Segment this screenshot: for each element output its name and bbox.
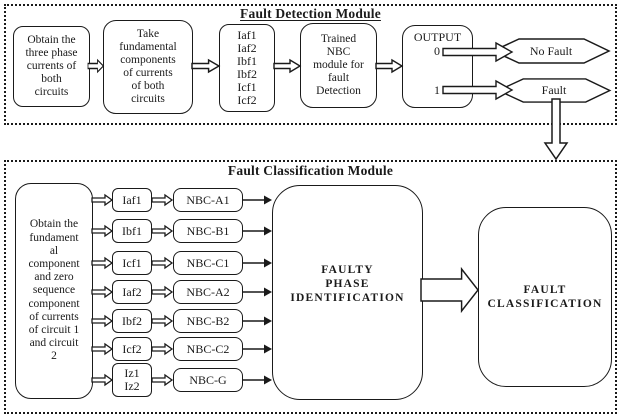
box-faulty-phase-identification: FAULTY PHASE IDENTIFICATION bbox=[272, 185, 423, 400]
nbc-box-c1: NBC-C1 bbox=[173, 251, 243, 275]
box-fault-classification: FAULT CLASSIFICATION bbox=[478, 207, 612, 387]
nbc-box-a1: NBC-A1 bbox=[173, 188, 243, 212]
detection-module-title: Fault Detection Module bbox=[240, 6, 381, 21]
arrow-fundamental-to-signals-icon bbox=[191, 58, 221, 74]
box-acquire-currents: Obtain the three phase currents of both … bbox=[13, 26, 90, 107]
solid-arrow-right-icon bbox=[243, 226, 272, 236]
classification-module-title: Fault Classification Module bbox=[227, 163, 394, 178]
output-zero: 0 bbox=[434, 44, 440, 58]
input-box-iaf1: Iaf1 bbox=[112, 188, 152, 212]
output-one: 1 bbox=[434, 83, 440, 97]
fault-hexagon-icon bbox=[496, 78, 612, 103]
nbc-box-b2: NBC-B2 bbox=[173, 309, 243, 333]
solid-arrow-right-icon bbox=[243, 287, 272, 297]
no-fault-hexagon-icon bbox=[491, 38, 611, 64]
detection-module-border bbox=[4, 4, 617, 125]
nbc-box-g: NBC-G bbox=[173, 368, 243, 392]
block-arrow-right-icon bbox=[91, 256, 114, 270]
box-source-components: Obtain the fundament al component and ze… bbox=[15, 183, 93, 399]
input-box-iz: Iz1 Iz2 bbox=[112, 363, 152, 397]
nbc-box-c2: NBC-C2 bbox=[173, 337, 243, 361]
no-fault-label: No Fault bbox=[529, 43, 573, 58]
fault-label: Fault bbox=[541, 83, 567, 97]
block-arrow-right-icon bbox=[151, 285, 174, 299]
arrow-fault-to-classification-icon bbox=[543, 98, 569, 161]
block-arrow-right-icon bbox=[91, 224, 114, 238]
input-box-ibf1: Ibf1 bbox=[112, 219, 152, 243]
nbc-box-a2: NBC-A2 bbox=[173, 280, 243, 304]
block-arrow-right-icon bbox=[91, 314, 114, 328]
output-label: OUTPUT bbox=[413, 30, 462, 44]
block-arrow-right-icon bbox=[151, 342, 174, 356]
input-box-icf1: Icf1 bbox=[112, 251, 152, 275]
block-arrow-right-icon bbox=[151, 193, 174, 207]
classification-module-border bbox=[4, 160, 617, 414]
box-fundamental-components: Take fundamental components of currents … bbox=[103, 20, 193, 114]
arrow-output1-to-fault-icon bbox=[442, 79, 514, 101]
input-box-iaf2: Iaf2 bbox=[112, 280, 152, 304]
solid-arrow-right-icon bbox=[243, 375, 272, 385]
box-trained-nbc: Trained NBC module for fault Detection bbox=[300, 23, 377, 108]
arrow-nbc-to-output-icon bbox=[375, 58, 404, 74]
arrow-acquire-to-fundamental-icon bbox=[87, 58, 105, 74]
block-arrow-right-icon bbox=[151, 373, 174, 387]
block-arrow-right-icon bbox=[151, 314, 174, 328]
arrow-signals-to-nbc-icon bbox=[273, 58, 302, 74]
block-arrow-right-icon bbox=[91, 342, 114, 356]
solid-arrow-right-icon bbox=[243, 258, 272, 268]
block-arrow-right-icon bbox=[91, 285, 114, 299]
block-arrow-right-icon bbox=[151, 256, 174, 270]
input-box-icf2: Icf2 bbox=[112, 337, 152, 361]
nbc-box-b1: NBC-B1 bbox=[173, 219, 243, 243]
solid-arrow-right-icon bbox=[243, 195, 272, 205]
block-arrow-right-icon bbox=[91, 373, 114, 387]
arrow-identification-to-classification-icon bbox=[420, 266, 479, 314]
block-arrow-right-icon bbox=[151, 224, 174, 238]
block-arrow-right-icon bbox=[91, 193, 114, 207]
arrow-output0-to-nofault-icon bbox=[442, 41, 514, 63]
solid-arrow-right-icon bbox=[243, 316, 272, 326]
solid-arrow-right-icon bbox=[243, 344, 272, 354]
input-box-ibf2: Ibf2 bbox=[112, 309, 152, 333]
box-input-signals: Iaf1 Iaf2 Ibf1 Ibf2 Icf1 Icf2 bbox=[219, 24, 275, 112]
